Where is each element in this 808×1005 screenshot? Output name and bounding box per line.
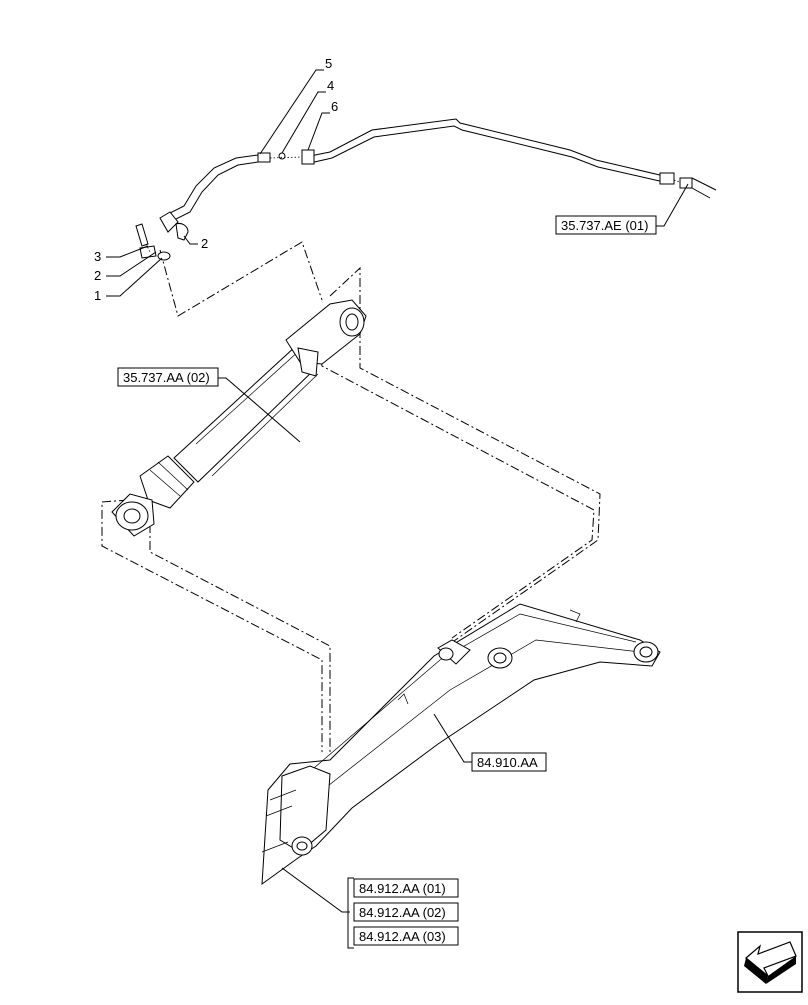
- leader-lines: [106, 69, 689, 913]
- hydraulic-cylinder: [111, 299, 367, 537]
- callout-4: 4: [327, 78, 334, 93]
- ref-hose-label[interactable]: 35.737.AE (01): [561, 218, 648, 233]
- ref-boom-label[interactable]: 84.910.AA: [477, 755, 538, 770]
- ref-box-boom[interactable]: [471, 752, 547, 772]
- ref-bracket-1-label[interactable]: 84.912.AA (01): [359, 881, 446, 896]
- ref-bracket-3-label[interactable]: 84.912.AA (03): [359, 929, 446, 944]
- nut-1: [157, 251, 171, 261]
- reference-boxes: 35.737.AE (01) 35.737.AA (02) 84.910.AA …: [117, 215, 657, 949]
- hose-end-fitting: [659, 172, 675, 185]
- ref-box-bracket-1[interactable]: [353, 878, 459, 898]
- callout-3: 3: [94, 249, 101, 264]
- callout-labels: 5 4 6 3 2 1 2: [94, 56, 338, 303]
- assembly-outline-lines: [101, 241, 601, 752]
- direction-arrow-icon[interactable]: [737, 931, 803, 993]
- callout-1: 1: [94, 288, 101, 303]
- ref-bracket-2-label[interactable]: 84.912.AA (02): [359, 905, 446, 920]
- callout-2-right: 2: [201, 236, 208, 251]
- callout-5: 5: [325, 56, 332, 71]
- hose-elbow: [159, 211, 179, 233]
- bracket-group-brace: [347, 877, 354, 949]
- callout-2-left: 2: [94, 268, 101, 283]
- ref-box-bracket-2[interactable]: [353, 902, 459, 922]
- callout-6: 6: [331, 99, 338, 114]
- adapter-5: [257, 152, 271, 163]
- ref-box-hose[interactable]: [555, 215, 657, 235]
- bolt-3: [135, 223, 149, 247]
- fitting-6: [301, 149, 315, 165]
- ref-box-cylinder[interactable]: [117, 367, 219, 387]
- elbow-fitting-2: [175, 223, 189, 241]
- ref-box-bracket-3[interactable]: [353, 926, 459, 946]
- o-ring-4: [278, 152, 286, 160]
- boom: [261, 603, 661, 886]
- ref-cylinder-label[interactable]: 35.737.AA (02): [123, 370, 210, 385]
- hose-assembly: [135, 118, 717, 261]
